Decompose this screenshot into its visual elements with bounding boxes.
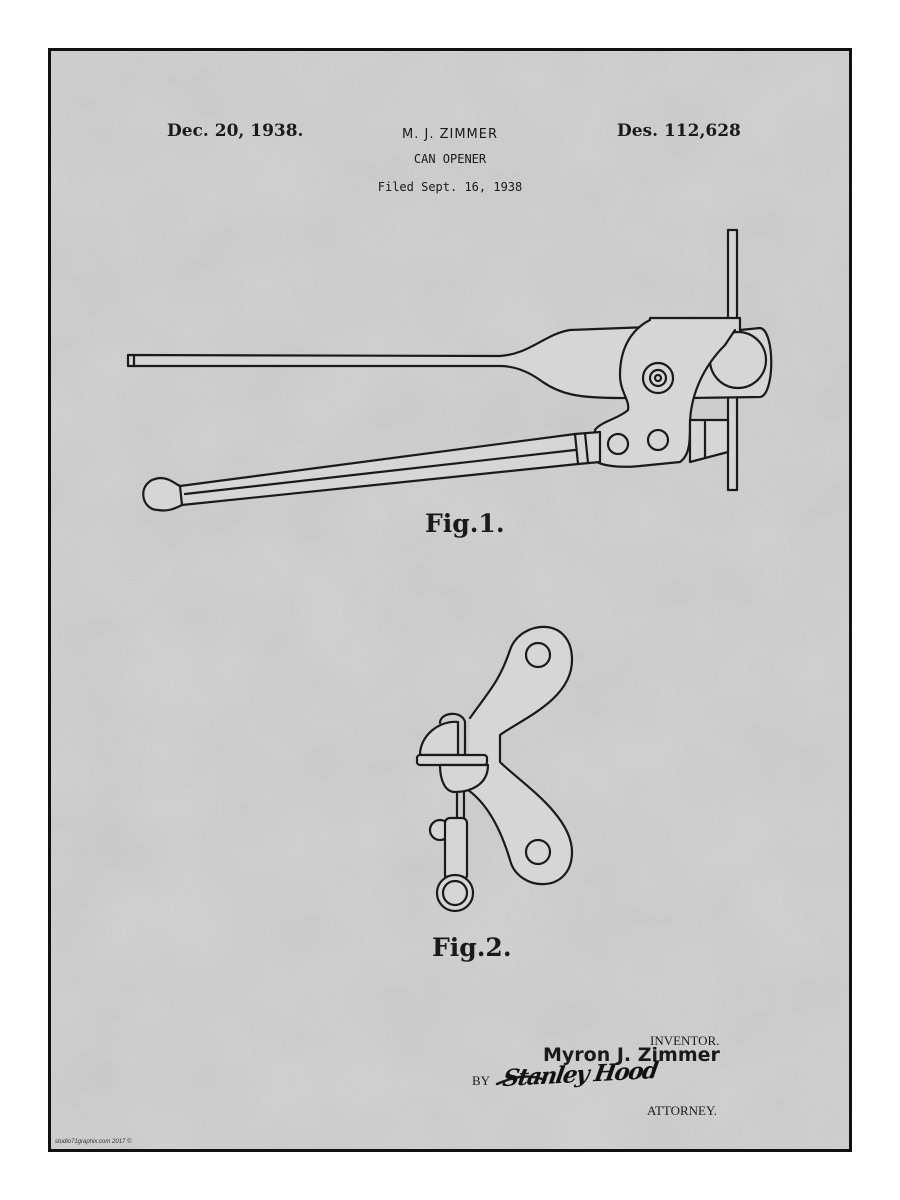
figure-1-drawing [126, 228, 773, 512]
patent-poster: Dec. 20, 1938. M. J. ZIMMER CAN OPENER F… [48, 48, 852, 1152]
figure-1-label: Fig.1. [425, 509, 505, 538]
filed-date: Filed Sept. 16, 1938 [377, 180, 523, 194]
patent-number: Des. 112,628 [617, 121, 741, 141]
invention-title: CAN OPENER [413, 152, 487, 166]
paper-texture [51, 51, 849, 1149]
patent-drawings [126, 228, 773, 1086]
attorney-signature-flourish [495, 1075, 547, 1086]
by-label: BY [472, 1073, 491, 1088]
inventor-signature: Myron J. Zimmer [543, 1044, 720, 1066]
attorney-label: ATTORNEY. [647, 1103, 717, 1118]
watermark: studio71graphix.com 2017 © [55, 1139, 132, 1145]
inventor-header: M. J. ZIMMER [402, 127, 498, 142]
inventor-label: INVENTOR. [650, 1033, 720, 1048]
patent-date: Dec. 20, 1938. [167, 121, 304, 141]
figure-2-label: Fig.2. [432, 933, 512, 962]
figure-2-drawing [415, 625, 574, 913]
